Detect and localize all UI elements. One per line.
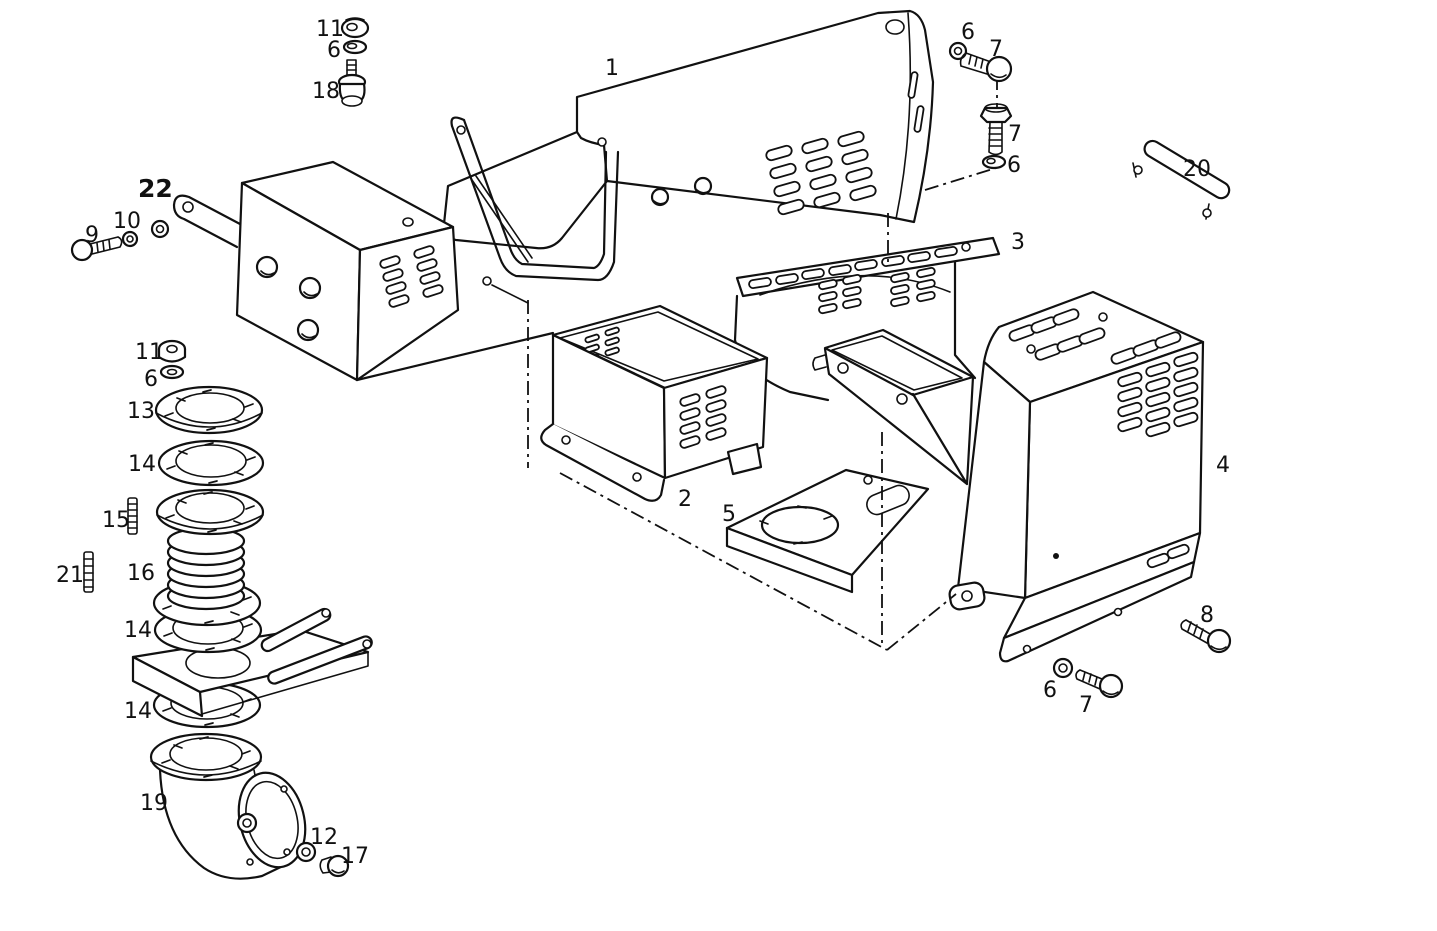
breather-fitting-icon (337, 59, 367, 107)
strap-b (267, 635, 373, 685)
callout-12: 12 (310, 825, 338, 850)
base-rail-edge (355, 331, 555, 382)
callout-16: 16 (127, 561, 155, 586)
callout-21: 21 (56, 563, 84, 588)
callout-19: 19 (140, 791, 168, 816)
washer-6-mid-right (981, 154, 1007, 170)
callout-4: 4 (1216, 453, 1230, 478)
part-1-cover-panel (442, 9, 935, 250)
left-box-louvers (379, 245, 444, 308)
callout-14b: 14 (124, 618, 152, 643)
elbow-assembly (158, 768, 307, 880)
callout-9: 9 (85, 223, 99, 248)
callout-17: 17 (341, 844, 369, 869)
callout-15: 15 (102, 508, 130, 533)
wedge-chute (812, 328, 975, 486)
stud-15 (127, 497, 138, 535)
bolt-head-icon (70, 238, 94, 262)
enclosure-face-louvers (1117, 351, 1199, 569)
rail-hole (482, 276, 492, 286)
elbow-body (158, 768, 289, 880)
fastener-stack-top-left (337, 17, 370, 107)
callout-6c: 6 (1007, 153, 1021, 178)
part-3-slotted-bracket (733, 236, 1001, 402)
stud-21 (83, 551, 94, 593)
washer-12 (295, 841, 317, 863)
callout-labels: 11 6 18 1 6 7 7 6 20 22 10 9 11 6 13 14 … (56, 17, 1230, 869)
nut-11b-washer-6b (157, 339, 187, 380)
callout-7c: 7 (1079, 693, 1093, 718)
callout-13: 13 (127, 399, 155, 424)
washer-6-top-right (948, 41, 968, 61)
left-box (172, 160, 460, 382)
elbow-top-flange (149, 732, 263, 782)
callout-6d: 6 (144, 367, 158, 392)
callout-18: 18 (312, 79, 340, 104)
callout-5: 5 (722, 502, 736, 527)
flange-ring-13 (154, 385, 264, 435)
callout-10: 10 (113, 209, 141, 234)
callout-6e: 6 (1043, 678, 1057, 703)
callout-2: 2 (678, 487, 692, 512)
washer-6-bottom-right (1052, 657, 1074, 679)
bolt-7-mid-right (979, 103, 1013, 156)
bellows-16 (152, 488, 265, 627)
bracket-louvers (818, 266, 936, 315)
part-4-enclosure (948, 290, 1205, 663)
callout-14c: 14 (124, 699, 152, 724)
callout-11b: 11 (135, 340, 163, 365)
fastener-stack-9-10-22 (70, 219, 170, 262)
gasket-ring-14a (157, 439, 265, 487)
bolt-7-bottom-right (1075, 669, 1124, 699)
callout-22: 22 (138, 174, 173, 203)
enclosure-top-louvers (1008, 308, 1182, 365)
box2-louvers (679, 385, 727, 449)
strap-20 (1132, 139, 1231, 220)
callout-14a: 14 (128, 452, 156, 477)
bolt-7-top-right (959, 52, 1013, 83)
assembly-axis-lines (482, 76, 998, 651)
part-5-base-plate (725, 468, 930, 594)
callout-8: 8 (1200, 603, 1214, 628)
callout-11a: 11 (316, 17, 344, 42)
callout-7a: 7 (989, 37, 1003, 62)
callout-6a: 6 (327, 38, 341, 63)
panel-louvers (765, 130, 877, 216)
callout-7b: 7 (1008, 122, 1022, 147)
callout-20: 20 (1183, 157, 1211, 182)
callout-3: 3 (1011, 230, 1025, 255)
u-handle-bracket (450, 116, 620, 282)
plug-17 (319, 854, 350, 878)
bolt-8 (1180, 619, 1232, 654)
callout-6b: 6 (961, 20, 975, 45)
lever-arm (172, 194, 242, 249)
callout-1: 1 (605, 56, 619, 81)
part-2-open-box (540, 304, 769, 502)
